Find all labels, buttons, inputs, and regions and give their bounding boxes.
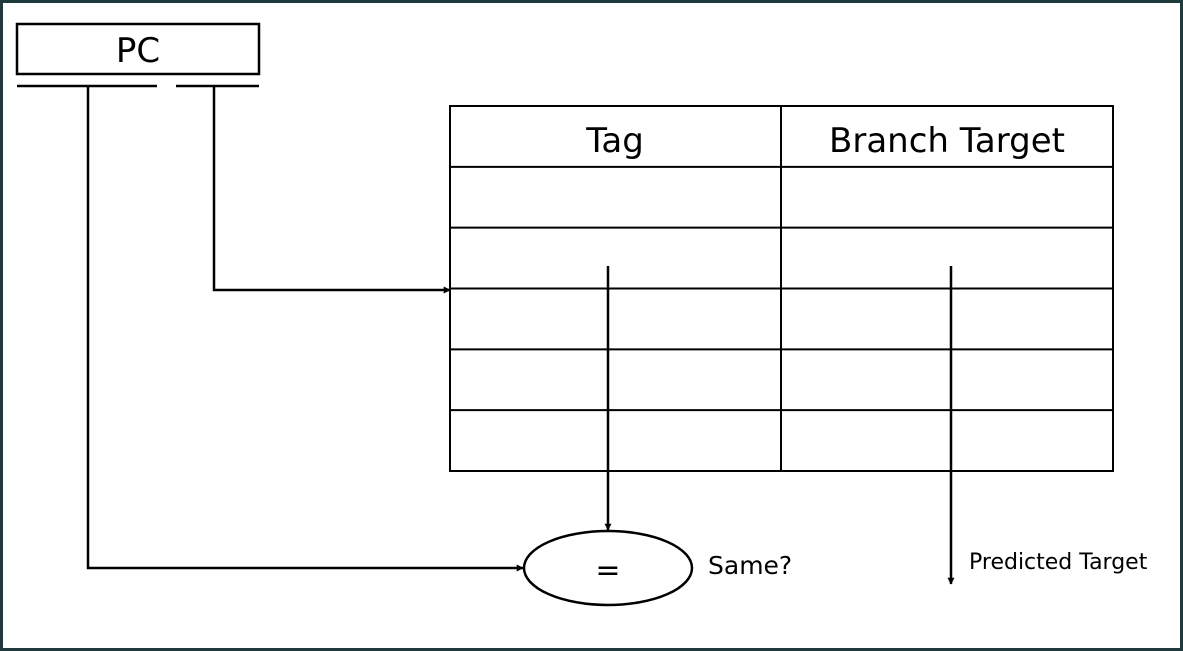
pc-register-box (15, 22, 261, 76)
pc-tag-arrow (86, 86, 524, 572)
pc-label: PC (116, 31, 160, 71)
branch-target-buffer-diagram: PC Tag Branch Target = Same? Predicted T… (15, 22, 1148, 607)
btb-header-tag: Tag (585, 121, 644, 161)
comparator-ellipse (522, 529, 694, 607)
index-arrow (212, 86, 451, 294)
predicted-target-label: Predicted Target (969, 550, 1148, 575)
btb-row-lines (450, 165, 1113, 412)
comparator-symbol: = (595, 553, 620, 588)
same-label: Same? (708, 551, 792, 580)
btb-header-branch-target: Branch Target (829, 121, 1065, 161)
btb-table: Tag Branch Target (449, 105, 1114, 472)
